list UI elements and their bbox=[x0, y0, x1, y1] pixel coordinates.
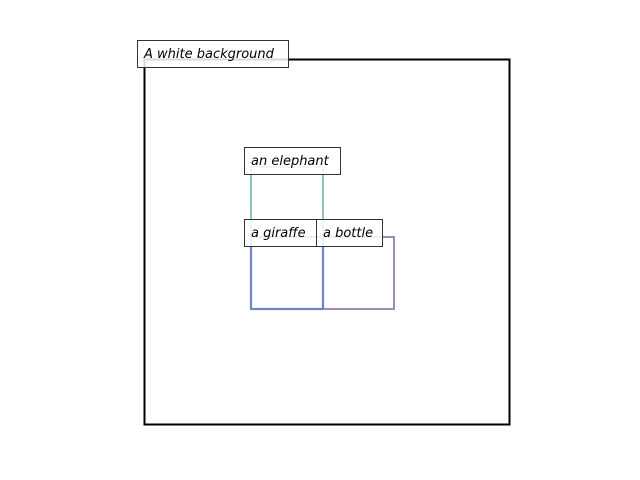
bottle-label-text: a bottle bbox=[323, 226, 373, 241]
canvas-label-text: A white background bbox=[143, 47, 275, 62]
elephant-label-text: an elephant bbox=[251, 154, 330, 169]
bottle-label: a bottle bbox=[316, 219, 383, 247]
giraffe-box bbox=[249, 235, 325, 311]
bottle-box bbox=[322, 236, 395, 310]
elephant-label: an elephant bbox=[244, 147, 341, 175]
canvas-frame bbox=[143, 58, 511, 426]
giraffe-label: a giraffe bbox=[244, 219, 317, 247]
canvas-label: A white background bbox=[137, 40, 289, 68]
giraffe-label-text: a giraffe bbox=[251, 226, 306, 241]
